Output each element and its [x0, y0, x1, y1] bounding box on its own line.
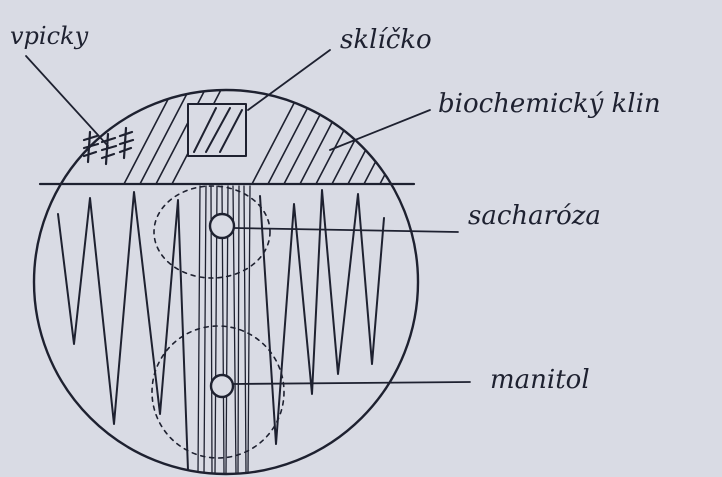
- label-manitol: manitol: [490, 365, 590, 395]
- mannitol-disc: [211, 375, 233, 397]
- label-biochemicky-klin: biochemický klin: [438, 89, 661, 119]
- label-sklicko: sklíčko: [340, 25, 432, 55]
- label-vpicky: vpicky: [10, 22, 89, 50]
- sucrose-disc: [210, 214, 234, 238]
- slide-rectangle: [188, 104, 246, 156]
- label-sacharoza: sacharóza: [468, 201, 601, 231]
